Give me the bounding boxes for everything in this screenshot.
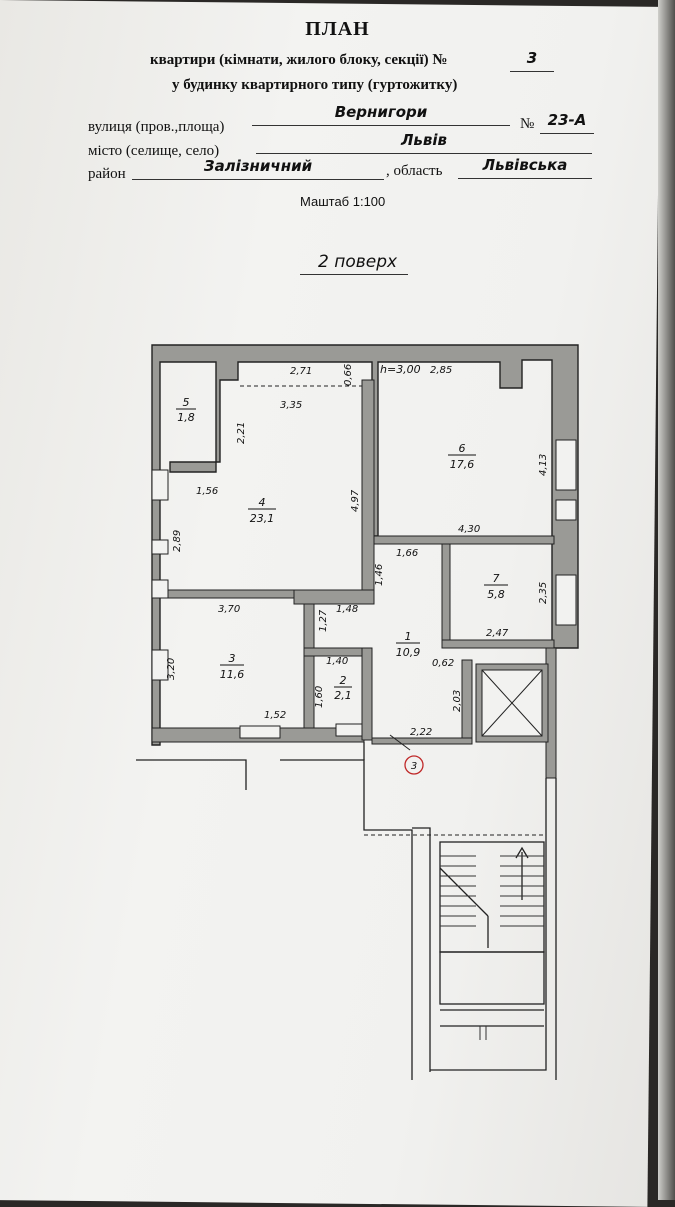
room-labels: 1 10,9 2 2,1 3 11,6 4 23,1 5 1,8 6 17,6 … <box>176 396 508 702</box>
walls <box>151 344 579 746</box>
room-5-no: 5 <box>183 396 190 409</box>
wall-room2-right <box>361 647 373 741</box>
number-sign: № <box>520 116 535 132</box>
dim-3-20: 3,20 <box>166 658 177 680</box>
room-1-no: 1 <box>405 630 412 643</box>
dim-2-21: 2,21 <box>236 422 247 444</box>
room-3-area: 11,6 <box>220 668 245 681</box>
wall-hall-right <box>461 659 473 745</box>
scale-label: Маштаб 1:100 <box>300 194 386 209</box>
city-value: Львів <box>256 131 592 154</box>
room-5-area: 1,8 <box>177 411 195 424</box>
room-1-area: 10,9 <box>396 646 421 659</box>
paper-edge <box>658 0 675 1200</box>
dim-3-35: 3,35 <box>280 400 302 411</box>
apartment-number: 3 <box>510 49 554 72</box>
dim-0-66: 0,66 <box>343 364 354 386</box>
dim-1-56: 1,56 <box>196 486 218 497</box>
wall-room4-right <box>361 379 375 591</box>
dim-1-52: 1,52 <box>264 710 286 721</box>
wall-room4-room3 <box>159 589 295 599</box>
dim-2-85: 2,85 <box>430 365 452 376</box>
apartment-marker-circle <box>404 755 424 775</box>
floor-underline <box>300 274 408 275</box>
dim-1-27: 1,27 <box>318 609 329 632</box>
line1-label: квартири (кімнати, жилого блоку, секції)… <box>150 52 448 68</box>
dim-4-97: 4,97 <box>350 489 361 512</box>
oblast-value: Львівська <box>458 156 592 179</box>
stair-hall <box>136 742 557 1080</box>
wall-room2-top <box>303 647 367 657</box>
room-6-no: 6 <box>459 442 466 455</box>
line2-label: у будинку квартирного типу (гуртожитку) <box>172 77 458 93</box>
oblast-label: , область <box>386 163 443 179</box>
district-value: Залізничний <box>132 157 384 180</box>
dimension-labels: 2,71 0,66 2,85 3,35 2,21 4,97 1,56 2,89 … <box>166 364 549 738</box>
dim-3-70: 3,70 <box>218 604 240 615</box>
dim-0-62: 0,62 <box>432 658 454 669</box>
dim-1-46: 1,46 <box>374 564 385 586</box>
stair-treads <box>440 855 544 1040</box>
dim-2-03: 2,03 <box>452 690 463 712</box>
height-note: h=3,00 <box>380 363 421 376</box>
street-value: Вернигори <box>252 103 510 126</box>
wall-room4-hall <box>293 589 375 605</box>
dim-1-66: 1,66 <box>396 548 418 559</box>
room-7-no: 7 <box>493 572 500 585</box>
wall-hall-bottom <box>371 737 473 745</box>
dim-1-40: 1,40 <box>326 656 348 667</box>
window-notches <box>151 439 577 739</box>
district-label: район <box>88 166 126 182</box>
apartment-marker-number: 3 <box>411 761 417 772</box>
document-header: ПЛАН квартири (кімнати, жилого блоку, се… <box>0 0 675 275</box>
room-4-no: 4 <box>259 496 266 509</box>
dim-2-22: 2,22 <box>410 727 432 738</box>
room-2-area: 2,1 <box>334 689 352 702</box>
dim-2-71: 2,71 <box>290 366 312 377</box>
wall-room6-bottom <box>373 535 555 545</box>
room-2-no: 2 <box>340 674 347 687</box>
elevator-cross-2 <box>481 669 543 737</box>
room-6-area: 17,6 <box>450 458 475 471</box>
wall-room3-right <box>303 603 315 729</box>
dim-1-60: 1,60 <box>314 686 325 708</box>
wall-room7-bottom <box>441 639 555 649</box>
dim-2-47: 2,47 <box>486 628 509 639</box>
city-label: місто (селище, село) <box>88 143 220 159</box>
dim-2-35: 2,35 <box>538 582 549 604</box>
dim-4-30: 4,30 <box>458 524 480 535</box>
section-line <box>389 734 411 751</box>
dim-4-13: 4,13 <box>538 454 549 476</box>
room-4-area: 23,1 <box>250 512 275 525</box>
floor-label: 2 поверх <box>318 252 398 272</box>
room-7-area: 5,8 <box>487 588 505 601</box>
dim-1-48: 1,48 <box>336 604 358 615</box>
dim-2-89: 2,89 <box>172 530 183 552</box>
page-title: ПЛАН <box>305 18 370 40</box>
room-3-no: 3 <box>229 652 236 665</box>
street-label: вулиця (пров.,площа) <box>88 119 225 135</box>
house-number: 23-А <box>540 111 594 134</box>
wall-room7-left <box>441 543 451 643</box>
